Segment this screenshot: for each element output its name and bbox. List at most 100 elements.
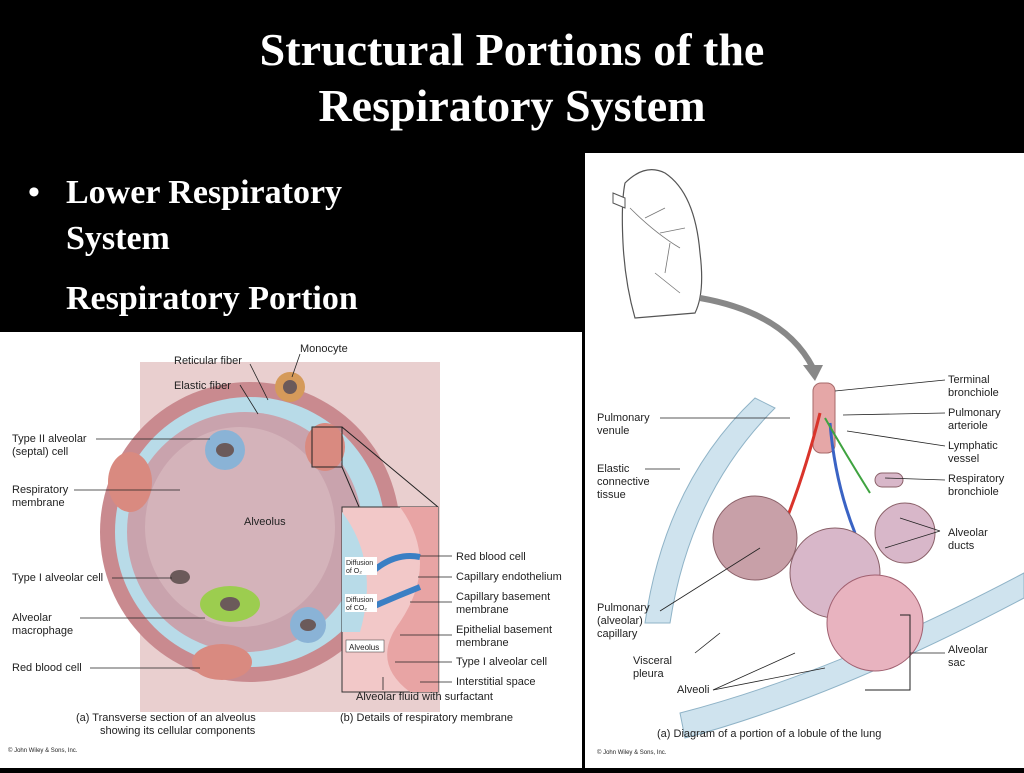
label-type2-1: Type II alveolar: [12, 433, 87, 445]
label-pulm-arteriole-2: arteriole: [948, 420, 988, 432]
rl-terminal: [834, 379, 946, 392]
alveolus-box-bg: [345, 639, 385, 653]
left-credit: © John Wiley & Sons, Inc.: [8, 747, 78, 754]
line-elastic: [239, 384, 259, 415]
bronchus-stub: [612, 192, 626, 209]
label-pulm-venule-1: Pulmonary: [597, 412, 650, 424]
alveolar-cluster-2: [874, 502, 936, 564]
label-type2-2: (septal) cell: [12, 446, 68, 458]
label-resp-mem-2: membrane: [12, 497, 65, 509]
zoom-line-top: [341, 426, 439, 508]
label-pulm-cap-2: (alveolar): [597, 615, 643, 627]
label-resp-bronchiole-2: bronchiole: [948, 486, 999, 498]
respiratory-bronchiole: [874, 472, 904, 488]
monocyte-nucleus: [283, 380, 297, 394]
branch-3: [659, 227, 686, 234]
right-caption: (a) Diagram of a portion of a lobule of …: [657, 728, 881, 740]
blue-cell-nucleus: [300, 619, 316, 631]
label-cap-base-2: membrane: [456, 604, 509, 616]
line-reticular: [249, 363, 269, 401]
alveolus-box-label: Alveolus: [349, 643, 379, 652]
label-macrophage-1: Alveolar: [12, 612, 52, 624]
lung-bronchial-tree: [629, 207, 686, 294]
lobule-illustration: Terminal bronchiole Pulmonary arteriole …: [597, 169, 1024, 756]
label-lymphatic-2: vessel: [948, 453, 979, 465]
label-alv-sac-2: sac: [948, 657, 966, 669]
branch-1: [629, 207, 681, 249]
label-cap-base-1: Capillary basement: [456, 591, 550, 603]
leader-lines: [74, 353, 452, 690]
rl-pulm-arteriole: [842, 412, 946, 416]
label-alv-sac-1: Alveolar: [948, 644, 988, 656]
label-cap-endo: Capillary endothelium: [456, 571, 562, 583]
caption-b: (b) Details of respiratory membrane: [340, 712, 513, 724]
label-visceral-1: Visceral: [633, 655, 672, 667]
right-leader-lines: [645, 379, 946, 691]
diff-o2-label-2: of O₂: [346, 568, 362, 575]
label-elastic-1: Elastic: [597, 463, 630, 475]
type-i-nucleus: [170, 570, 190, 584]
label-interstitial: Interstitial space: [456, 676, 535, 688]
rl-alveoli-2: [712, 667, 826, 691]
label-alveolus: Alveolus: [244, 516, 286, 528]
label-reticular-fiber: Reticular fiber: [174, 355, 242, 367]
label-alveolar-fluid: Alveolar fluid with surfactant: [356, 691, 493, 703]
label-pulm-arteriole-1: Pulmonary: [948, 407, 1001, 419]
label-pulm-cap-1: Pulmonary: [597, 602, 650, 614]
label-monocyte: Monocyte: [300, 343, 348, 355]
label-resp-mem-1: Respiratory: [12, 484, 69, 496]
rl-alv-ducts-1: [899, 517, 941, 532]
label-rbc-right: Red blood cell: [456, 551, 526, 563]
label-epi-base-1: Epithelial basement: [456, 624, 552, 636]
pulmonary-venule: [828, 422, 857, 534]
diff-o2-bg: [345, 557, 377, 575]
alveolar-sac: [826, 574, 924, 672]
slide-title: Structural Portions of the Respiratory S…: [0, 22, 1024, 134]
branch-4: [664, 242, 671, 274]
type-ii-nucleus: [216, 443, 234, 457]
zoom-box: [311, 426, 343, 468]
label-type1-right: Type I alveolar cell: [456, 656, 547, 668]
alveolus-inner: [145, 427, 335, 627]
label-alv-ducts-2: ducts: [948, 540, 975, 552]
title-line-2: Respiratory System: [318, 80, 706, 131]
macrophage-nucleus: [220, 597, 240, 611]
lung-outline: [621, 169, 703, 319]
capillary-rbc-3: [305, 423, 345, 471]
rl-alv-ducts-2: [884, 530, 941, 549]
label-pulm-cap-3: capillary: [597, 628, 638, 640]
zoom-arrow: [699, 295, 816, 370]
title-line-1: Structural Portions of the: [259, 24, 765, 75]
rl-pulm-cap: [659, 547, 761, 612]
label-alv-ducts-1: Alveolar: [948, 527, 988, 539]
label-visceral-2: pleura: [633, 668, 664, 680]
label-elastic-3: tissue: [597, 489, 626, 501]
branch-5: [654, 272, 681, 294]
zoom-arrow-head: [803, 365, 823, 381]
label-lymphatic-1: Lymphatic: [948, 440, 998, 452]
caption-a-2: showing its cellular components: [100, 725, 256, 737]
detail-rbc: [387, 507, 438, 692]
pulmonary-arteriole: [783, 412, 822, 524]
label-alveoli: Alveoli: [677, 684, 709, 696]
diff-co2-bg: [345, 594, 377, 612]
capillary-rbc-2: [192, 644, 252, 680]
bullet-dot: •: [28, 174, 40, 211]
capillary-cluster: [712, 495, 798, 581]
bullet-text: Lower Respiratory System: [66, 174, 343, 257]
lymphatic-vessel: [824, 417, 871, 494]
lobule-figure: Terminal bronchiole Pulmonary arteriole …: [585, 153, 1024, 768]
rl-alveoli-1: [712, 652, 796, 691]
diff-co2-label-2: of CO₂: [346, 605, 367, 612]
label-resp-bronchiole-1: Respiratory: [948, 473, 1005, 485]
label-epi-base-2: membrane: [456, 637, 509, 649]
capillary-rbc-1: [108, 452, 152, 512]
label-elastic-2: connective: [597, 476, 650, 488]
line-monocyte: [291, 353, 301, 378]
label-elastic-fiber: Elastic fiber: [174, 380, 231, 392]
caption-a-1: (a) Transverse section of an alveolus: [76, 712, 256, 724]
subheading: Respiratory Portion: [66, 280, 358, 317]
label-pulm-venule-2: venule: [597, 425, 629, 437]
diff-co2-label-1: Diffusion: [346, 597, 373, 604]
label-macrophage-2: macrophage: [12, 625, 73, 637]
